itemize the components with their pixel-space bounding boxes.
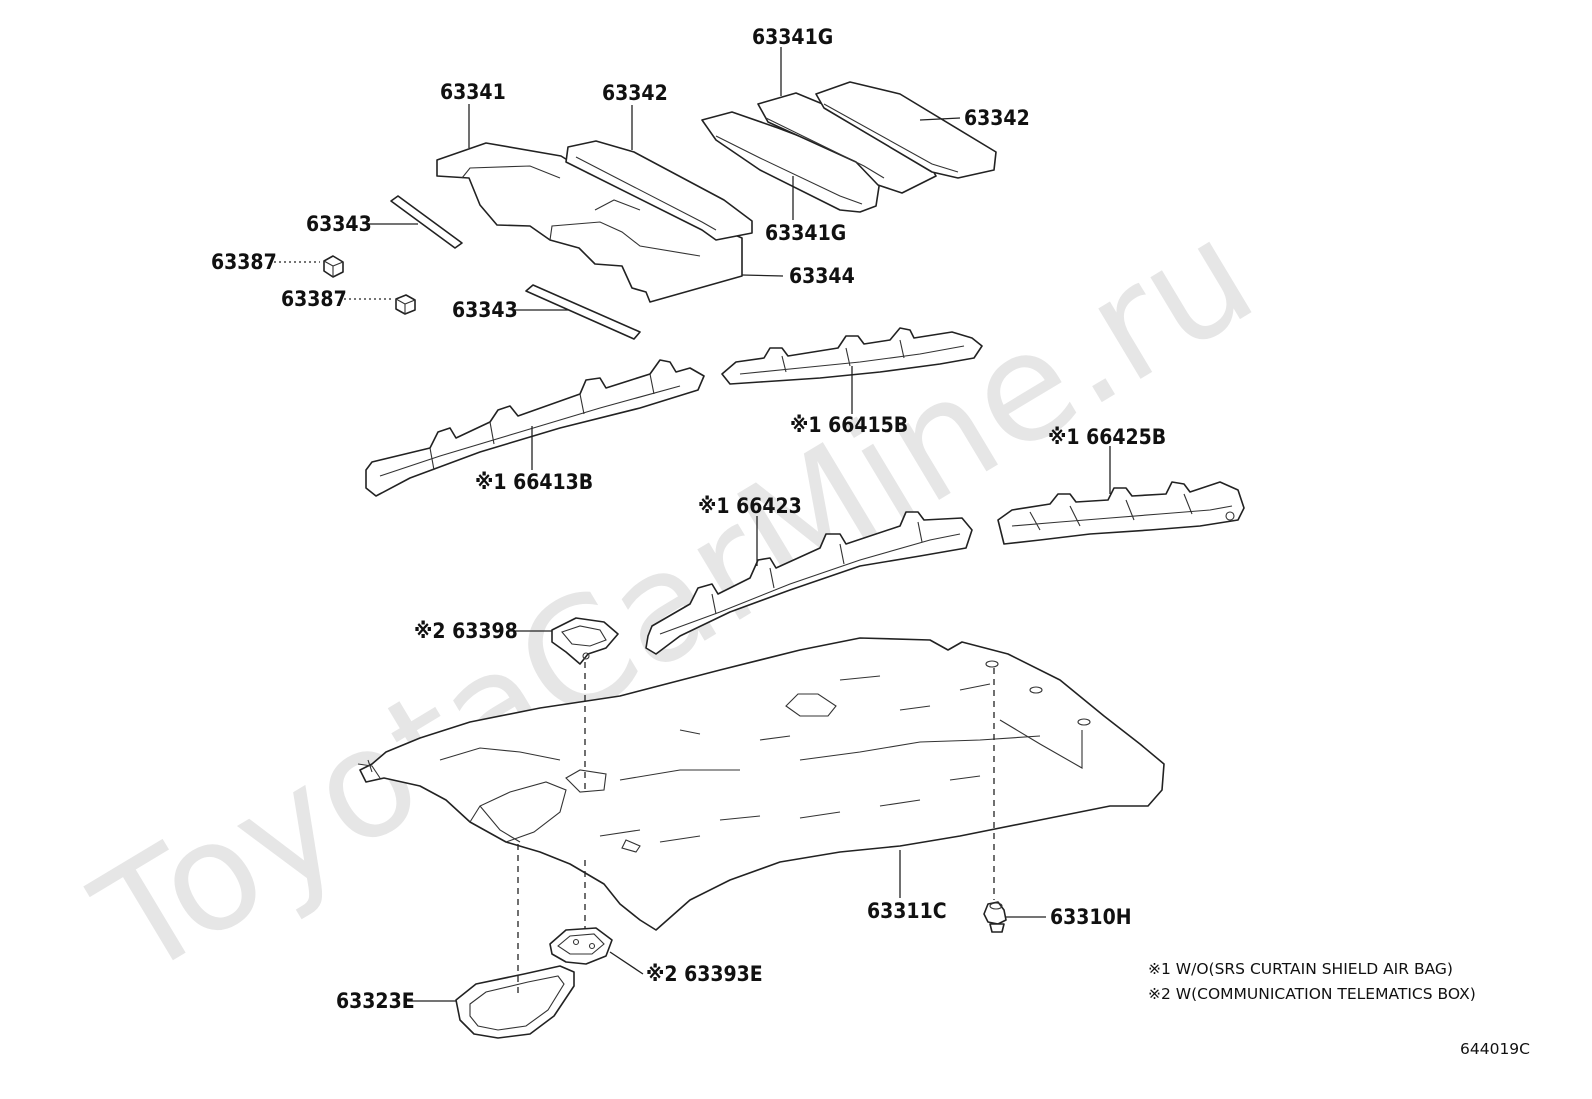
assist-grip-bezel-63323E[interactable]	[455, 965, 575, 1039]
strip-63343-lower[interactable]	[525, 284, 641, 340]
block-63387-upper[interactable]	[323, 255, 344, 278]
pad-63341G-front[interactable]	[701, 111, 881, 213]
callout-63344[interactable]: 63344	[789, 264, 855, 288]
bracket-66413B[interactable]	[365, 359, 705, 497]
bracket-66423[interactable]	[645, 511, 973, 655]
callout-66413B[interactable]: ※1 66413B	[475, 470, 593, 494]
callout-labels: 63341G 63341 63342 63342 63343 63387 633…	[211, 25, 1166, 1013]
clip-63310H[interactable]	[983, 901, 1007, 933]
callout-63341G-top[interactable]: 63341G	[752, 25, 833, 49]
footnotes: ※1 W/O(SRS CURTAIN SHIELD AIR BAG) ※2 W(…	[1148, 960, 1476, 1003]
bracket-66415B[interactable]	[721, 327, 983, 385]
callout-63341[interactable]: 63341	[440, 80, 506, 104]
callout-63323E[interactable]: 63323E	[336, 989, 415, 1013]
reference-code: 644019C	[1460, 1040, 1530, 1058]
strip-63343-upper[interactable]	[390, 195, 463, 249]
callout-63393E[interactable]: ※2 63393E	[646, 962, 763, 986]
footnote-1: ※1 W/O(SRS CURTAIN SHIELD AIR BAG)	[1148, 960, 1453, 978]
leader-lines	[274, 47, 1111, 1002]
callout-63311C[interactable]: 63311C	[867, 899, 947, 923]
callout-63343-upper[interactable]: 63343	[306, 212, 372, 236]
callout-63387-upper[interactable]: 63387	[211, 250, 277, 274]
pad-63342-right[interactable]	[815, 81, 997, 179]
callout-63342-left[interactable]: 63342	[602, 81, 668, 105]
callout-63387-lower[interactable]: 63387	[281, 287, 347, 311]
callout-63310H[interactable]: 63310H	[1050, 905, 1132, 929]
telematics-box-63393E[interactable]	[549, 927, 613, 965]
callout-63341G-bottom[interactable]: 63341G	[765, 221, 846, 245]
footnote-2: ※2 W(COMMUNICATION TELEMATICS BOX)	[1148, 985, 1476, 1003]
pad-63341G-rear[interactable]	[757, 92, 937, 194]
bracket-66425B[interactable]	[997, 481, 1245, 545]
headliner-63311C[interactable]	[357, 637, 1165, 931]
callout-66423[interactable]: ※1 66423	[698, 494, 802, 518]
block-63387-lower[interactable]	[395, 294, 416, 315]
pad-63342-left[interactable]	[565, 140, 753, 241]
callout-63398[interactable]: ※2 63398	[414, 619, 518, 643]
callout-66425B[interactable]: ※1 66425B	[1048, 425, 1166, 449]
telematics-cover-63398[interactable]	[551, 617, 619, 665]
callout-66415B[interactable]: ※1 66415B	[790, 413, 908, 437]
callout-63343-lower[interactable]: 63343	[452, 298, 518, 322]
callout-63342-right[interactable]: 63342	[964, 106, 1030, 130]
